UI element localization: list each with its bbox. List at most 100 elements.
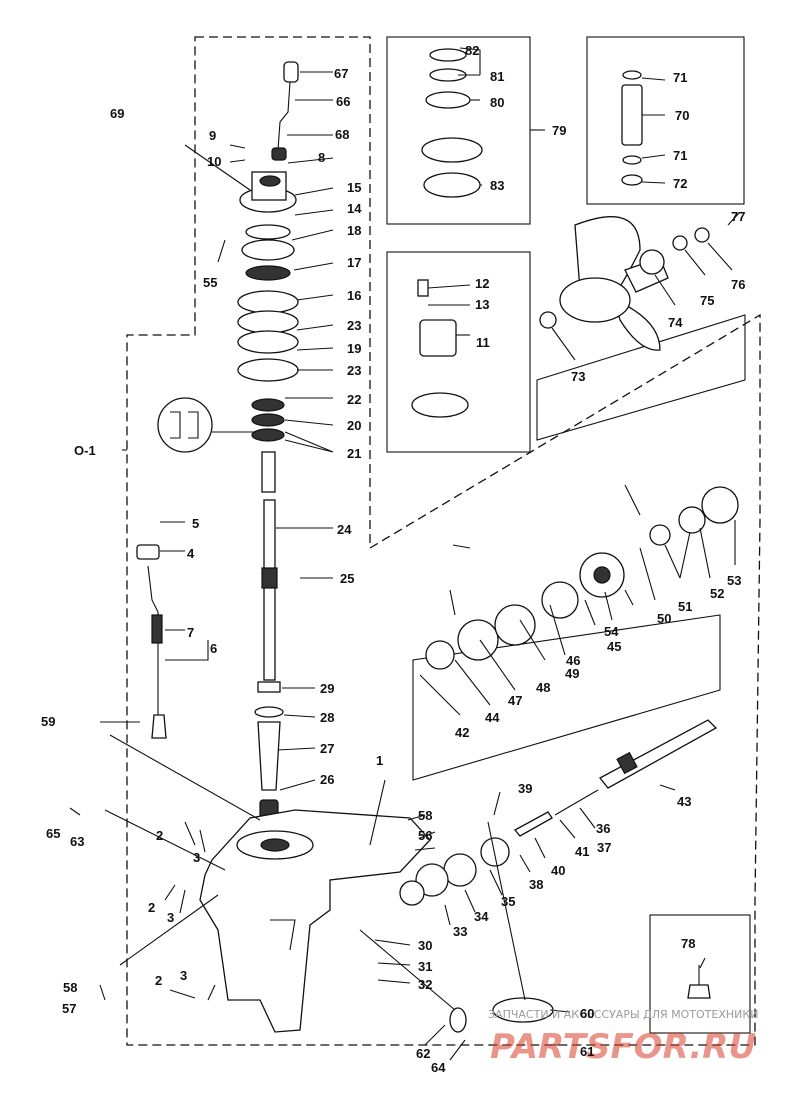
part-number-label: 2 bbox=[148, 900, 155, 915]
part-number-label: 77 bbox=[731, 209, 745, 224]
part-number-label: 33 bbox=[453, 924, 467, 939]
part-number-label: 36 bbox=[596, 821, 610, 836]
watermark: ЗАПЧАСТИ И АКСЕССУАРЫ ДЛЯ МОТОТЕХНИКИ PA… bbox=[488, 1008, 758, 1067]
part-number-label: 18 bbox=[347, 223, 361, 238]
part-number-label: 3 bbox=[167, 910, 174, 925]
part-number-label: 80 bbox=[490, 95, 504, 110]
part-number-label: 83 bbox=[490, 178, 504, 193]
part-number-label: 3 bbox=[193, 850, 200, 865]
part-number-label: 13 bbox=[475, 297, 489, 312]
part-number-label: 11 bbox=[476, 335, 490, 350]
part-number-label: 78 bbox=[681, 936, 695, 951]
part-number-label: 69 bbox=[110, 106, 124, 121]
part-number-label: 27 bbox=[320, 741, 334, 756]
part-number-label: 51 bbox=[678, 599, 692, 614]
anode-disc bbox=[449, 997, 554, 1033]
part-number-label: 71 bbox=[673, 70, 687, 85]
part-number-label: 38 bbox=[529, 877, 543, 892]
part-number-label: 1 bbox=[376, 753, 383, 768]
part-number-label: 37 bbox=[597, 840, 611, 855]
shift-linkage bbox=[136, 544, 167, 739]
inset-box-propeller-group bbox=[536, 314, 746, 441]
fitting-part bbox=[687, 965, 711, 999]
part-number-label: 10 bbox=[207, 154, 221, 169]
part-number-label: 82 bbox=[465, 43, 479, 58]
part-number-label: 16 bbox=[347, 288, 361, 303]
inset-box-water-pump-kit bbox=[386, 36, 545, 225]
part-number-label: 48 bbox=[536, 680, 550, 695]
part-number-label: 15 bbox=[347, 180, 361, 195]
part-number-label: 75 bbox=[700, 293, 714, 308]
part-number-label: 2 bbox=[155, 973, 162, 988]
part-number-label: 73 bbox=[571, 369, 585, 384]
part-number-label: 34 bbox=[474, 909, 489, 924]
part-number-label: 29 bbox=[320, 681, 334, 696]
part-number-label: 20 bbox=[347, 418, 361, 433]
part-number-label: 66 bbox=[336, 94, 350, 109]
part-number-label: 14 bbox=[347, 201, 362, 216]
inset-box-bearing-carrier bbox=[586, 36, 745, 205]
part-number-label: 42 bbox=[455, 725, 469, 740]
pump-housing-parts bbox=[411, 279, 469, 418]
part-number-label: 6 bbox=[210, 641, 217, 656]
part-number-label: 59 bbox=[41, 714, 55, 729]
part-number-label: 60 bbox=[580, 1006, 594, 1021]
inset-box-fitting bbox=[649, 914, 751, 1034]
part-number-label: 62 bbox=[416, 1046, 430, 1061]
part-number-label: 44 bbox=[485, 710, 500, 725]
part-number-label: 23 bbox=[347, 318, 361, 333]
part-number-label: 67 bbox=[334, 66, 348, 81]
part-number-label: 52 bbox=[710, 586, 724, 601]
part-number-label: 45 bbox=[607, 639, 621, 654]
part-number-label: 79 bbox=[552, 123, 566, 138]
part-number-label: 43 bbox=[677, 794, 691, 809]
bearing-carrier-parts bbox=[621, 70, 643, 186]
part-number-label: 17 bbox=[347, 255, 361, 270]
part-number-label: 76 bbox=[731, 277, 745, 292]
part-number-label: 3 bbox=[180, 968, 187, 983]
part-number-label: 74 bbox=[668, 315, 683, 330]
part-number-label: 61 bbox=[580, 1044, 594, 1059]
dashed-group-boundary bbox=[126, 36, 761, 1046]
part-number-label: 46 bbox=[566, 653, 580, 668]
part-number-label: 24 bbox=[337, 522, 352, 537]
part-number-label: 49 bbox=[565, 666, 579, 681]
part-number-label: 22 bbox=[347, 392, 361, 407]
part-number-label: 63 bbox=[70, 834, 84, 849]
leader-lines bbox=[69, 47, 741, 1061]
part-number-label: 50 bbox=[657, 611, 671, 626]
part-number-label: 23 bbox=[347, 363, 361, 378]
part-number-label: 25 bbox=[340, 571, 354, 586]
part-number-label: 28 bbox=[320, 710, 334, 725]
part-number-label: 2 bbox=[156, 828, 163, 843]
part-number-label: 31 bbox=[418, 959, 432, 974]
part-number-label: 65 bbox=[46, 826, 60, 841]
part-number-label: 71 bbox=[673, 148, 687, 163]
propeller-shaft-group bbox=[399, 486, 739, 906]
part-number-label: 57 bbox=[62, 1001, 76, 1016]
propeller bbox=[539, 216, 710, 351]
inset-box-gear-group bbox=[412, 614, 721, 781]
part-number-label: 56 bbox=[418, 828, 432, 843]
part-number-label: 5 bbox=[192, 516, 199, 531]
group-label: O-1 bbox=[74, 443, 96, 458]
part-number-label: 70 bbox=[675, 108, 689, 123]
part-number-label: 58 bbox=[63, 980, 77, 995]
watermark-caption: ЗАПЧАСТИ И АКСЕССУАРЫ ДЛЯ МОТОТЕХНИКИ bbox=[488, 1008, 758, 1021]
part-number-label: 47 bbox=[508, 693, 522, 708]
part-number-label: 35 bbox=[501, 894, 515, 909]
part-number-label: 64 bbox=[431, 1060, 446, 1075]
part-number-label: 32 bbox=[418, 977, 432, 992]
part-number-label: 68 bbox=[335, 127, 349, 142]
part-number-label: 12 bbox=[475, 276, 489, 291]
part-number-label: 4 bbox=[187, 546, 195, 561]
watermark-site: PARTSFOR.RU bbox=[490, 1027, 756, 1067]
part-number-label: 30 bbox=[418, 938, 432, 953]
part-labels: 1222333456789101112131415161718192021222… bbox=[41, 43, 745, 1075]
part-number-label: 72 bbox=[673, 176, 687, 191]
part-number-label: 19 bbox=[347, 341, 361, 356]
driveshaft-stack bbox=[157, 61, 299, 823]
part-number-label: 39 bbox=[518, 781, 532, 796]
part-number-label: 26 bbox=[320, 772, 334, 787]
